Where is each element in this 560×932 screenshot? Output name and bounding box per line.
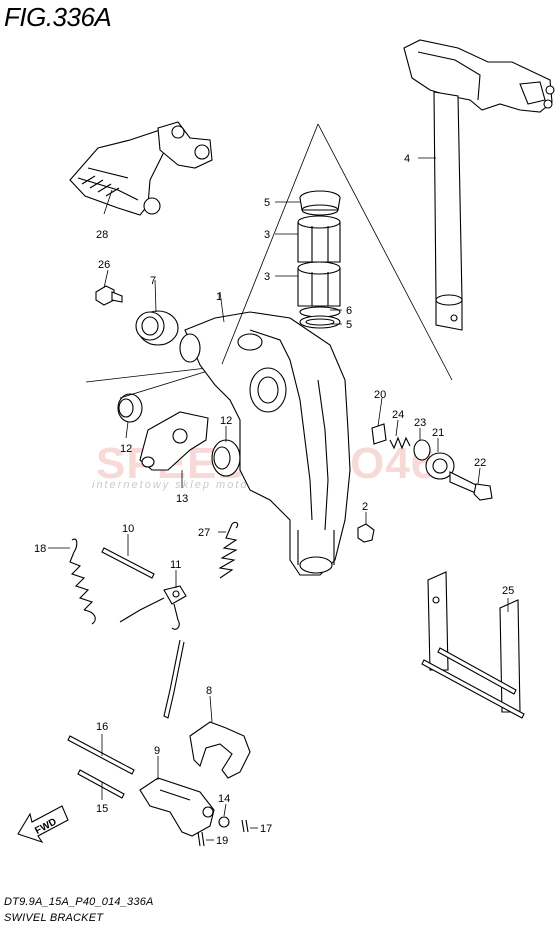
part-5-upper-drawing [299, 190, 341, 216]
callout-5-lower: 5 [346, 319, 352, 331]
callout-8: 8 [206, 685, 212, 697]
part-7-drawing [135, 310, 179, 346]
part-20-drawing [371, 423, 387, 445]
callout-24: 24 [392, 409, 404, 421]
footer-name: SWIVEL BRACKET [4, 912, 104, 924]
callout-2: 2 [362, 501, 368, 513]
callout-12-right: 12 [220, 415, 232, 427]
callout-27: 27 [198, 527, 210, 539]
callout-14: 14 [218, 793, 230, 805]
callout-16: 16 [96, 721, 108, 733]
part-23-drawing [413, 439, 431, 461]
part-24-drawing [389, 436, 411, 450]
callout-3-lower: 3 [264, 271, 270, 283]
part-10-drawing [101, 547, 155, 579]
callout-3-upper: 3 [264, 229, 270, 241]
fwd-arrow-icon: FWD [17, 805, 69, 844]
callout-19: 19 [216, 835, 228, 847]
callout-11: 11 [170, 559, 181, 571]
part-14-drawing [218, 816, 230, 828]
part-18-drawing [69, 538, 96, 625]
callout-21: 21 [432, 427, 444, 439]
callout-28: 28 [96, 229, 108, 241]
part-17-drawing [241, 819, 249, 833]
part-15-drawing [77, 769, 125, 799]
callout-25: 25 [502, 585, 514, 597]
figure-title: FIG.336A [4, 2, 112, 32]
callout-17: 17 [260, 823, 272, 835]
callout-4: 4 [404, 153, 410, 165]
callout-7: 7 [150, 275, 156, 287]
part-21-drawing [425, 452, 455, 480]
part-22-drawing [449, 471, 493, 501]
callout-23: 23 [414, 417, 426, 429]
part-28-drawing [69, 121, 213, 216]
callout-9: 9 [154, 745, 160, 757]
part-16-drawing [67, 735, 135, 775]
part-4-drawing [403, 39, 555, 331]
part-5-lower-drawing [299, 315, 341, 329]
callout-10: 10 [122, 523, 134, 535]
callout-18: 18 [34, 543, 46, 555]
part-27-drawing [218, 521, 239, 579]
part-8-drawing [189, 721, 251, 779]
callout-12-left: 12 [120, 443, 132, 455]
part-12b-drawing [211, 439, 241, 477]
callout-15: 15 [96, 803, 108, 815]
part-26-drawing [95, 285, 123, 306]
part-3-upper-drawing [297, 215, 341, 263]
part-9-drawing [139, 777, 215, 837]
footer-code: DT9.9A_15A_P40_014_336A [4, 896, 154, 908]
part-3-lower-drawing [297, 261, 341, 307]
part-11-drawing [119, 585, 187, 719]
callout-20: 20 [374, 389, 386, 401]
part-13-drawing [139, 411, 209, 471]
part-2-drawing [357, 523, 375, 543]
part-1-drawing [179, 311, 351, 576]
part-19-drawing [197, 831, 205, 847]
callout-5-upper: 5 [264, 197, 270, 209]
callout-1: 1 [216, 291, 222, 303]
callout-26: 26 [98, 259, 110, 271]
part-12a-drawing [117, 393, 143, 423]
callout-13: 13 [176, 493, 188, 505]
callout-22: 22 [474, 457, 486, 469]
callout-6: 6 [346, 305, 352, 317]
part-25-drawing [421, 571, 525, 719]
